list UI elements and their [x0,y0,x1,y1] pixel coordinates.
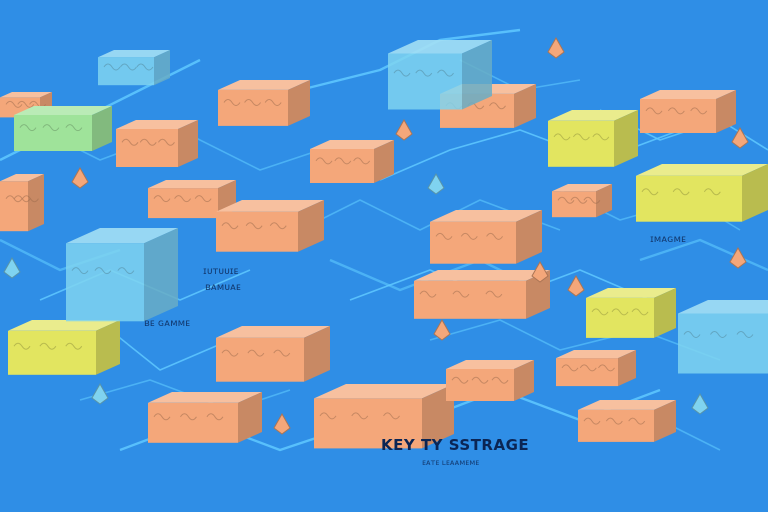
storage-block [548,110,638,167]
storage-block [148,392,262,443]
location-pins [3,36,749,435]
diagram-title: KEY TY SSTRAGE [381,436,530,454]
location-pin-icon [567,274,585,297]
storage-block [640,90,736,133]
storage-block [578,400,676,442]
storage-block [636,164,768,222]
location-pin-icon [531,260,549,283]
storage-block [66,228,178,322]
storage-block [586,288,676,338]
label-a: ɪᴜᴛᴜᴜɪᴇ [203,266,239,277]
connection-line [429,319,721,361]
storage-block [8,320,120,375]
location-pin-icon [273,412,291,435]
location-pin-icon [71,166,89,189]
storage-block [414,270,550,319]
storage-block [556,350,636,387]
storage-block [440,84,536,128]
storage-block [0,174,44,232]
storage-block [216,326,330,382]
location-pin-icon [91,382,109,405]
location-pin-icon [729,246,747,269]
storage-block [552,184,612,218]
location-pin-icon [395,118,413,141]
location-pin-icon [3,256,21,279]
storage-block [430,210,542,264]
storage-block [216,200,324,252]
location-pin-icon [547,36,565,59]
storage-block [310,140,394,183]
location-pin-icon [691,392,709,415]
label-c: ʙᴇ ɢᴀᴍᴍᴇ [144,318,191,329]
storage-block [218,80,310,126]
storage-blocks [0,40,768,449]
storage-block [446,360,534,401]
storage-block [678,300,768,374]
label-b: ʙᴀᴍᴜᴀᴇ [205,282,241,293]
location-pin-icon [731,126,749,149]
storage-block [14,106,112,151]
label-d: ɪᴍᴀɢᴍᴇ [650,234,686,245]
location-pin-icon [427,172,445,195]
storage-block [116,120,198,167]
diagram-subtitle: ᴇᴀᴛᴇ ʟᴇᴀᴀᴍᴇᴍᴇ [422,458,480,467]
location-pin-icon [433,318,451,341]
storage-block [98,50,170,86]
storage-block [388,40,492,110]
